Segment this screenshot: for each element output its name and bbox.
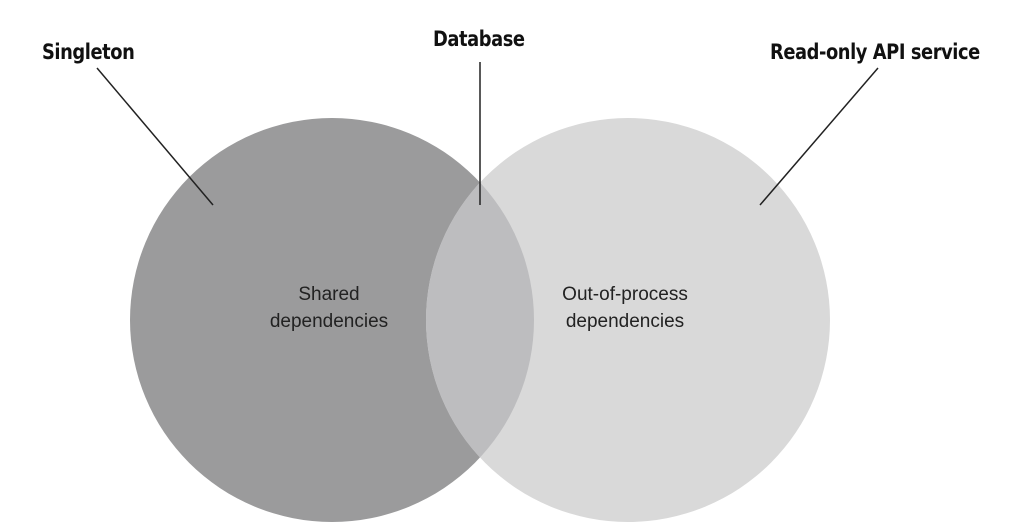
read-only-api-pointer	[759, 67, 879, 206]
shared-dependencies-circle	[130, 118, 534, 522]
out-of-process-dependencies-circle	[426, 118, 830, 522]
out-of-process-line1: Out-of-process	[562, 284, 688, 305]
shared-line2: dependencies	[269, 311, 389, 332]
database-label: Database	[433, 27, 525, 51]
shared-line1: Shared	[298, 284, 360, 305]
out-of-process-line2: dependencies	[565, 311, 685, 332]
singleton-pointer	[96, 67, 214, 206]
out-of-process-dependencies-label: Out-of-process dependencies	[515, 281, 735, 335]
shared-dependencies-label: Shared dependencies	[219, 281, 439, 335]
singleton-label: Singleton	[42, 40, 135, 64]
read-only-api-label: Read-only API service	[770, 40, 980, 64]
